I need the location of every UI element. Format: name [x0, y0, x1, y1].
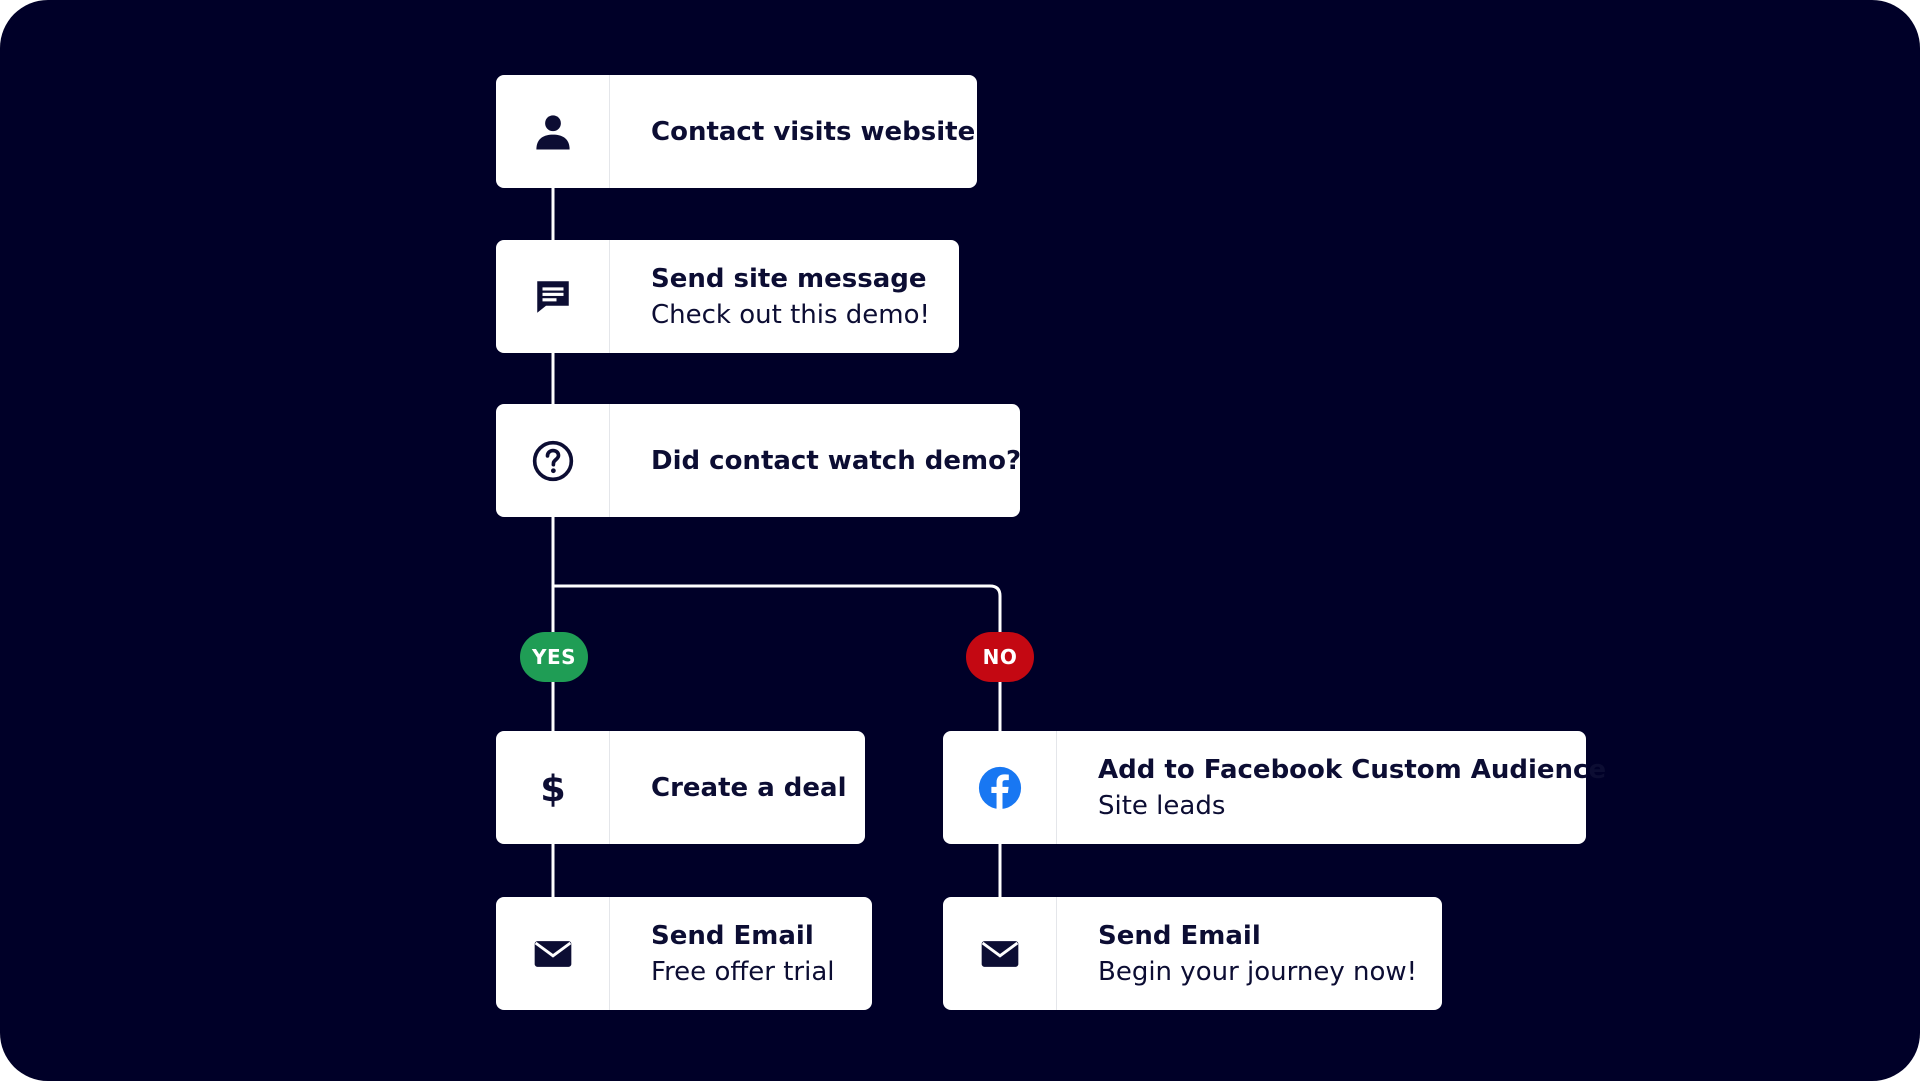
node-title: Contact visits website [651, 116, 976, 147]
question-circle-icon [532, 440, 573, 481]
node-create-deal[interactable]: $ Create a deal [496, 731, 865, 844]
node-send-email-no[interactable]: Send Email Begin your journey now! [943, 897, 1442, 1010]
dollar-icon: $ [540, 767, 566, 810]
node-title: Send Email [651, 920, 814, 951]
node-icon-cell [496, 404, 610, 517]
yes-branch-badge: YES [520, 632, 588, 682]
node-icon-cell [943, 731, 1057, 844]
node-icon-cell [496, 897, 610, 1010]
node-subtitle: Free offer trial [651, 956, 835, 987]
node-title: Send Email [1098, 920, 1261, 951]
person-icon [535, 114, 570, 149]
svg-text:$: $ [540, 767, 566, 810]
node-title: Did contact watch demo? [651, 445, 1022, 476]
node-title: Add to Facebook Custom Audience [1098, 754, 1607, 785]
node-subtitle: Site leads [1098, 790, 1226, 821]
node-condition-watched-demo[interactable]: Did contact watch demo? [496, 404, 1022, 517]
node-icon-cell [496, 240, 610, 353]
no-branch-badge: NO [966, 632, 1034, 682]
node-title: Send site message [651, 263, 927, 294]
node-title: Create a deal [651, 772, 847, 803]
node-contact-visits-website[interactable]: Contact visits website [496, 75, 977, 188]
node-icon-cell [496, 75, 610, 188]
node-send-email-yes[interactable]: Send Email Free offer trial [496, 897, 872, 1010]
node-icon-cell [943, 897, 1057, 1010]
connector-branch-to-no [553, 584, 1002, 632]
node-facebook-audience[interactable]: Add to Facebook Custom Audience Site lea… [943, 731, 1607, 844]
envelope-icon [534, 940, 571, 967]
node-subtitle: Begin your journey now! [1098, 956, 1418, 987]
envelope-icon [981, 940, 1018, 967]
facebook-icon [978, 766, 1021, 809]
node-icon-cell: $ [496, 731, 610, 844]
node-send-site-message[interactable]: Send site message Check out this demo! [496, 240, 959, 353]
node-subtitle: Check out this demo! [651, 299, 930, 330]
chat-message-icon [536, 280, 569, 313]
